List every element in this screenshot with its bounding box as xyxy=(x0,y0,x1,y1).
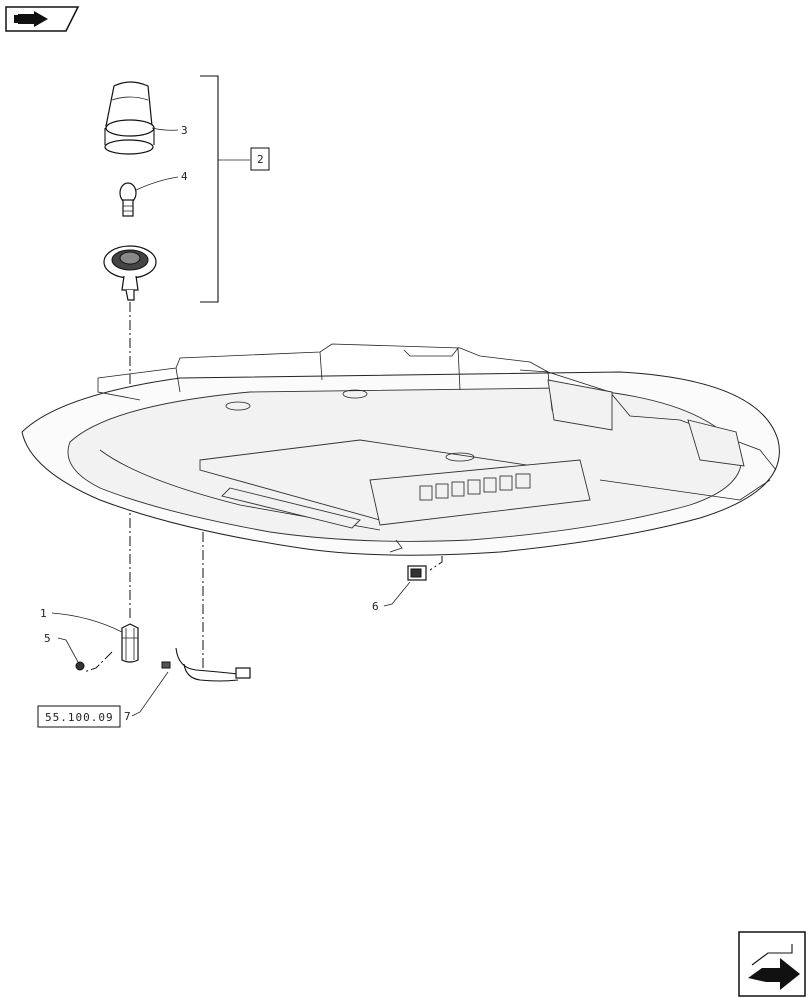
prev-page-button[interactable] xyxy=(5,6,80,32)
beacon-base xyxy=(103,245,157,301)
callout-7-label: 7 xyxy=(124,710,131,723)
callout-5-label: 5 xyxy=(44,632,51,645)
beacon-lens xyxy=(104,81,155,155)
wiring-harness xyxy=(161,647,251,682)
section-reference-link[interactable]: 55.100.09 xyxy=(37,705,121,728)
section-reference-label: 55.100.09 xyxy=(45,711,114,724)
beacon-socket xyxy=(121,623,139,663)
pointing-hand-arrow-icon xyxy=(14,11,48,27)
callout-4-label: 4 xyxy=(181,170,188,183)
switch-panel xyxy=(419,473,531,501)
fastener-nut xyxy=(75,661,85,671)
assembly-bracket xyxy=(200,75,250,303)
cab-roof xyxy=(21,343,780,556)
next-arrow-icon xyxy=(748,944,800,990)
callout-3-label: 3 xyxy=(181,124,188,137)
next-page-button[interactable] xyxy=(738,931,806,997)
callout-2-box: 2 xyxy=(250,147,270,171)
roof-switch xyxy=(407,565,427,581)
callout-6-label: 6 xyxy=(372,600,379,613)
beacon-bulb xyxy=(119,182,137,217)
callout-1-label: 1 xyxy=(40,607,47,620)
callout-2-label: 2 xyxy=(257,153,264,166)
